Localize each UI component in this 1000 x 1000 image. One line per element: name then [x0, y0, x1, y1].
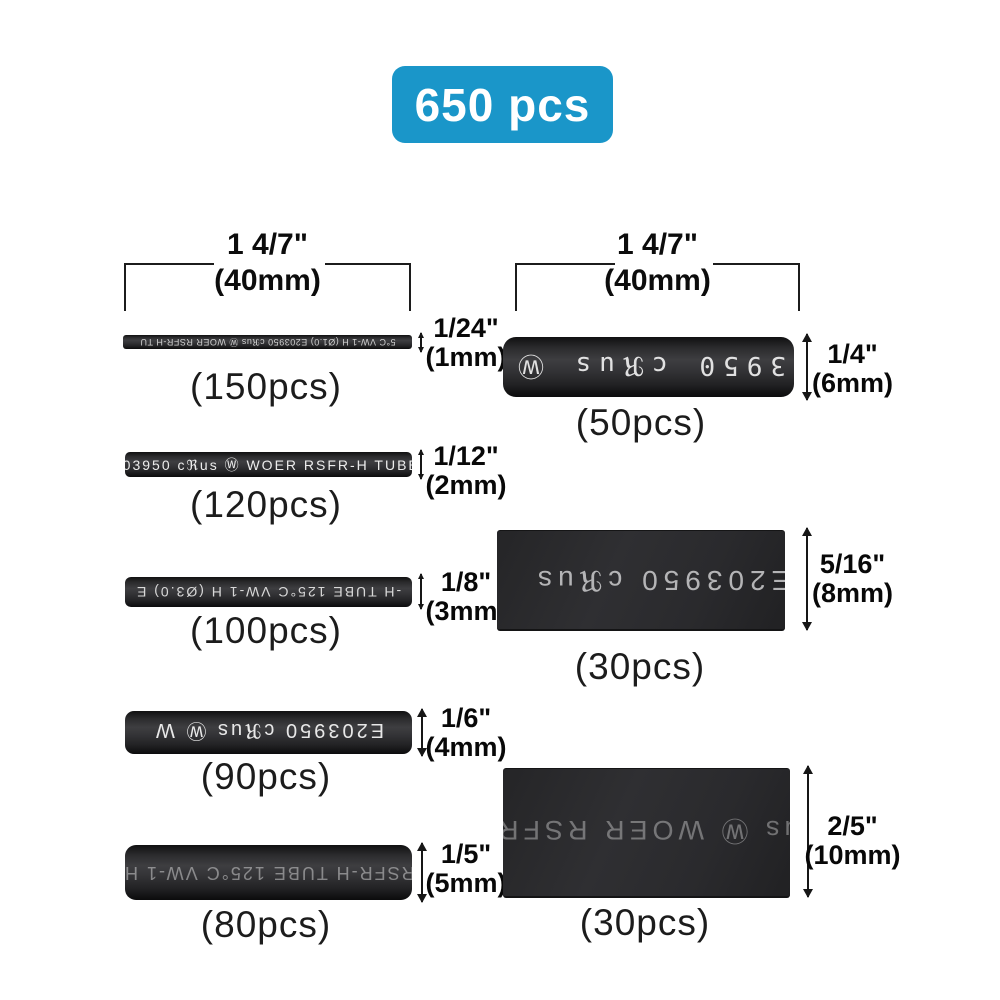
size-label-4mm: 1/6" (4mm) — [410, 704, 522, 762]
size-inches: 1/6" — [440, 703, 492, 733]
dimension-arrow-icon — [802, 333, 812, 401]
size-label-5mm: 1/5" (5mm) — [410, 840, 522, 898]
bracket-leg — [515, 263, 517, 311]
size-mm: (8mm) — [811, 578, 893, 608]
piece-count-label: (120pcs) — [190, 484, 342, 525]
bracket-mm-label: (40mm) — [604, 264, 711, 297]
heat-shrink-tube-8mm: E203950 cℜus — [497, 530, 785, 631]
piece-count-label: (30pcs) — [574, 646, 706, 687]
heat-shrink-tube-10mm: us Ⓦ WOER RSFR — [503, 768, 790, 898]
size-mm: (1mm) — [425, 342, 507, 372]
bracket-line — [713, 263, 800, 265]
bracket-line — [124, 263, 214, 265]
bracket-leg — [124, 263, 126, 311]
tube-imprint-text: E203950 cℜus Ⓦ W — [152, 719, 385, 741]
tube-imprint-text: -H TUBE 125°C VW-1 H (Ø3.0) E — [135, 584, 402, 600]
size-inches: 1/24" — [433, 313, 499, 343]
piece-count-label: (50pcs) — [575, 402, 707, 443]
size-mm: (6mm) — [811, 368, 893, 398]
size-label-8mm: 5/16" (8mm) — [795, 550, 910, 608]
bracket-inches-label: 1 4/7" — [227, 228, 308, 261]
size-mm: (2mm) — [425, 470, 507, 500]
size-mm: (4mm) — [425, 732, 507, 762]
dimension-arrow-icon — [802, 527, 812, 631]
dimension-arrow-icon — [417, 842, 427, 903]
size-inches: 1/4" — [827, 339, 878, 369]
bracket-leg — [409, 263, 411, 311]
heat-shrink-tube-4mm: E203950 cℜus Ⓦ W — [125, 711, 412, 754]
size-label-2mm: 1/12" (2mm) — [410, 442, 522, 500]
total-count-label: 650 pcs — [414, 78, 591, 131]
heat-shrink-tube-1mm: 5°C VW-1 H (Ø1.0) E203950 cℜus Ⓦ WOER RS… — [123, 335, 412, 349]
heat-shrink-tube-5mm: RSFR-H TUBE 125°C VW-1 H — [125, 845, 412, 900]
size-label-10mm: 2/5" (10mm) — [790, 812, 915, 870]
size-mm: (5mm) — [425, 868, 507, 898]
piece-count-label: (90pcs) — [200, 756, 332, 797]
size-inches: 2/5" — [827, 811, 878, 841]
tube-imprint-text: E203950 cℜus Ⓦ WOER RSFR-H TUBE 1 — [125, 456, 412, 473]
size-inches: 5/16" — [819, 549, 886, 579]
size-mm: (3mm) — [425, 596, 507, 626]
tube-imprint-text: E203950 cℜus — [531, 564, 785, 596]
dimension-arrow-icon — [417, 708, 427, 757]
size-label-3mm: 1/8" (3mm) — [410, 568, 522, 626]
size-mm: (10mm) — [804, 840, 901, 870]
dimension-arrow-icon — [418, 449, 424, 480]
bracket-mm-label: (40mm) — [214, 264, 321, 297]
tube-imprint-text: 3950 cℜus Ⓦ — [510, 349, 787, 380]
size-label-1mm: 1/24" (1mm) — [410, 314, 522, 372]
size-label-6mm: 1/4" (6mm) — [795, 340, 910, 398]
piece-count-label: (150pcs) — [190, 366, 342, 407]
bracket-line — [325, 263, 411, 265]
size-inches: 1/8" — [440, 567, 492, 597]
piece-count-label: (30pcs) — [579, 902, 711, 943]
tube-imprint-text: 5°C VW-1 H (Ø1.0) E203950 cℜus Ⓦ WOER RS… — [139, 336, 396, 347]
tube-imprint-text: us Ⓦ WOER RSFR — [503, 815, 790, 845]
piece-count-label: (100pcs) — [190, 610, 342, 651]
width-bracket-left: 1 4/7" (40mm) — [124, 228, 411, 312]
size-inches: 1/5" — [440, 839, 492, 869]
dimension-arrow-icon — [803, 765, 813, 898]
total-count-badge: 650 pcs — [392, 66, 613, 143]
tube-imprint-text: RSFR-H TUBE 125°C VW-1 H — [125, 863, 412, 883]
bracket-inches-label: 1 4/7" — [617, 228, 698, 261]
heat-shrink-tube-2mm: E203950 cℜus Ⓦ WOER RSFR-H TUBE 1 — [125, 452, 412, 477]
bracket-leg — [798, 263, 800, 311]
size-inches: 1/12" — [433, 441, 499, 471]
dimension-arrow-icon — [418, 573, 424, 610]
heat-shrink-tube-3mm: -H TUBE 125°C VW-1 H (Ø3.0) E — [125, 577, 412, 607]
width-bracket-right: 1 4/7" (40mm) — [515, 228, 800, 312]
bracket-line — [515, 263, 615, 265]
dimension-arrow-icon — [418, 332, 424, 353]
heat-shrink-tube-6mm: 3950 cℜus Ⓦ — [503, 337, 794, 397]
piece-count-label: (80pcs) — [200, 904, 332, 945]
